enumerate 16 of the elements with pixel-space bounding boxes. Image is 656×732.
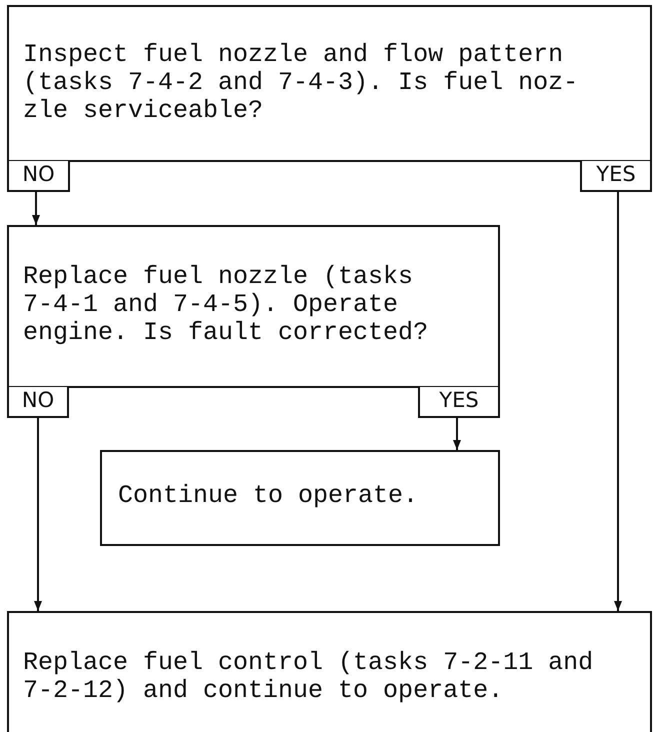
arrow	[34, 418, 42, 611]
edge-label: NO	[7, 161, 70, 192]
arrow	[32, 192, 40, 225]
step-text: Replace fuel control (tasks 7-2-11 and 7-2-12) and continue to operate.	[23, 649, 594, 705]
step-text: Continue to operate.	[118, 482, 420, 510]
arrow	[614, 192, 622, 611]
process-box	[7, 611, 652, 732]
process-box	[7, 5, 652, 162]
process-box	[100, 450, 500, 546]
arrow	[453, 418, 461, 450]
edge-label: YES	[580, 161, 652, 192]
edge-label: YES	[418, 387, 500, 418]
process-box	[7, 225, 500, 388]
step-text: Inspect fuel nozzle and flow pattern (tasks 7-4-2 and 7-4-3). Is fuel noz- zle serviceable?	[23, 41, 580, 125]
step-text: Replace fuel nozzle (tasks 7-4-1 and 7-4-5). Operate engine. Is fault corrected?	[23, 263, 430, 347]
edge-label: NO	[7, 387, 69, 418]
